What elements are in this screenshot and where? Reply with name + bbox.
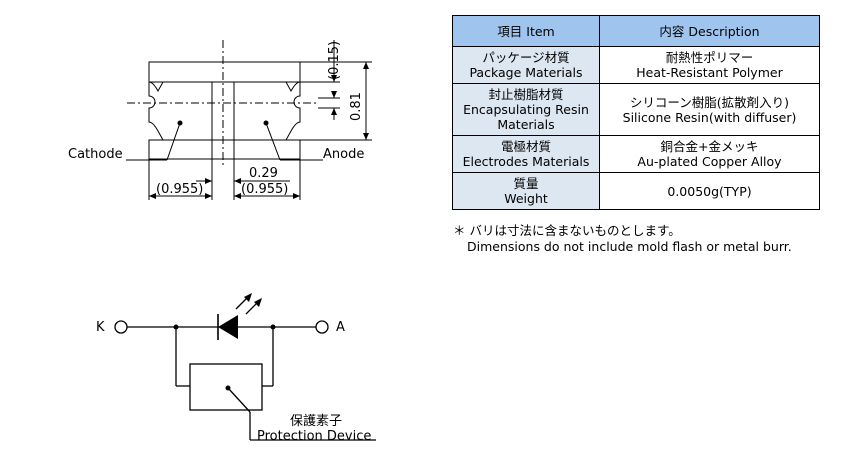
anode-pad	[233, 81, 301, 141]
desc-jp: 銅合金+金メッキ	[660, 139, 759, 154]
dimension-note: ＊ バリは寸法に含まないものとします。 Dimensions do not in…	[453, 223, 792, 255]
package-bottom-band	[148, 139, 301, 160]
table-row: 封止樹脂材質 Encapsulating Resin Materials シリコ…	[452, 83, 820, 136]
device-label-en: Protection Device	[257, 429, 371, 444]
desc-cell: 0.0050g(TYP)	[599, 172, 820, 210]
a-label: A	[336, 320, 345, 335]
item-jp: 封止樹脂材質	[488, 87, 564, 102]
item-en: Encapsulating Resin	[463, 102, 589, 117]
cathode-label: Cathode	[68, 147, 123, 162]
item-cell: 質量 Weight	[452, 172, 600, 210]
protection-device-box	[189, 363, 263, 411]
header-description: 内容 Description	[599, 15, 820, 47]
anode-label: Anode	[323, 147, 364, 162]
dim-right: (0.955)	[241, 182, 288, 197]
desc-en: Au-plated Copper Alloy	[637, 154, 782, 169]
item-en: Weight	[504, 191, 548, 206]
dim-top: (0.15)	[327, 41, 342, 80]
cathode-pad	[148, 81, 213, 141]
device-label-jp: 保護素子	[290, 413, 342, 429]
item-cell: 封止樹脂材質 Encapsulating Resin Materials	[452, 83, 600, 136]
table-row: 電極材質 Electrodes Materials 銅合金+金メッキ Au-pl…	[452, 135, 820, 173]
desc-jp: シリコーン樹脂(拡散剤入り)	[629, 94, 790, 110]
item-jp: パッケージ材質	[482, 50, 570, 65]
dim-gap: 0.29	[249, 166, 278, 181]
note-en: Dimensions do not include mold flash or …	[467, 239, 792, 254]
desc-jp: 耐熱性ポリマー	[665, 50, 754, 65]
dim-height: 0.81	[349, 92, 364, 121]
item-jp: 電極材質	[500, 139, 551, 154]
desc-en: Heat-Resistant Polymer	[636, 65, 783, 80]
desc-cell: 銅合金+金メッキ Au-plated Copper Alloy	[599, 135, 820, 173]
circuit-diagram	[114, 296, 376, 441]
table-row: 質量 Weight 0.0050g(TYP)	[452, 172, 820, 210]
dim-left: (0.955)	[156, 182, 203, 197]
desc-value: 0.0050g(TYP)	[667, 183, 752, 199]
spec-table: 項目 Item 内容 Description パッケージ材質 Package M…	[452, 15, 820, 210]
desc-cell: シリコーン樹脂(拡散剤入り) Silicone Resin(with diffu…	[599, 83, 820, 136]
item-cell: 電極材質 Electrodes Materials	[452, 135, 600, 173]
item-jp: 質量	[513, 176, 539, 191]
item-en-cont: Materials	[497, 117, 555, 132]
table-row: パッケージ材質 Package Materials 耐熱性ポリマー Heat-R…	[452, 46, 820, 84]
package-top-band	[148, 61, 301, 83]
table-header: 項目 Item 内容 Description	[452, 15, 820, 47]
led-diode-symbol	[218, 315, 238, 339]
k-label: K	[96, 320, 105, 335]
note-jp: ＊ バリは寸法に含まないものとします。	[453, 223, 681, 238]
item-cell: パッケージ材質 Package Materials	[452, 46, 600, 84]
terminal-k	[114, 320, 128, 334]
terminal-a	[315, 320, 329, 334]
desc-cell: 耐熱性ポリマー Heat-Resistant Polymer	[599, 46, 820, 84]
item-en: Package Materials	[469, 65, 583, 80]
desc-en: Silicone Resin(with diffuser)	[622, 109, 797, 125]
header-item: 項目 Item	[452, 15, 600, 47]
item-en: Electrodes Materials	[462, 154, 590, 169]
